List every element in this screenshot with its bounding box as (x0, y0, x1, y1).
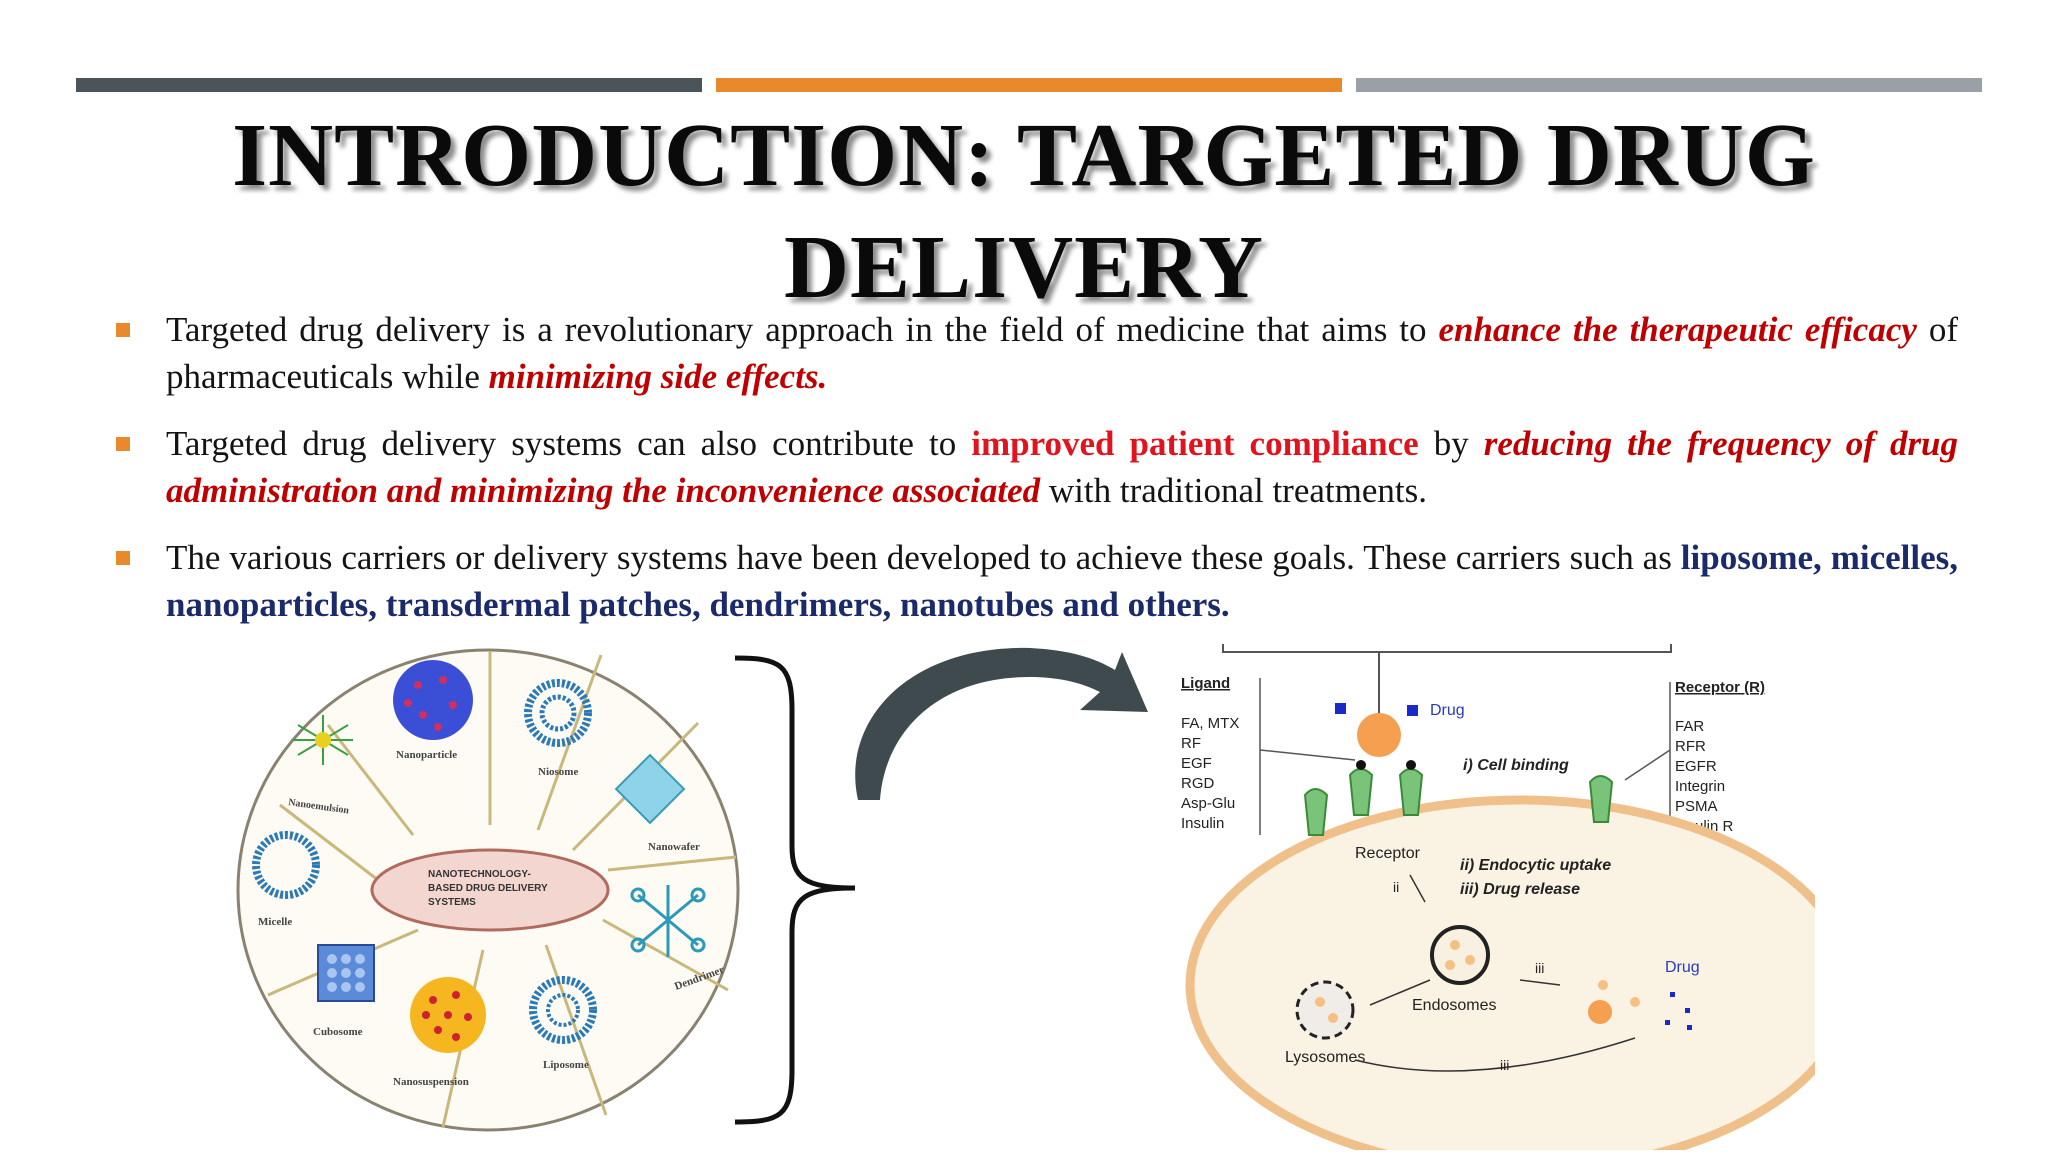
carrier-list-text: liposome, micelles, nanoparticles, trans… (166, 538, 1958, 624)
segment-label-cubosome: Cubosome (313, 1026, 363, 1038)
receptor-item: FAR (1675, 718, 1704, 735)
top-bar-gray (1356, 78, 1982, 92)
endocytic-uptake-label: ii) Endocytic uptake (1460, 857, 1611, 874)
ligand-item: EGF (1181, 755, 1212, 772)
step-label: iii (1535, 960, 1544, 976)
wheel-center-label-1: NANOTECHNOLOGY- (428, 869, 531, 880)
niosome-icon (524, 679, 592, 747)
bullet-text: Targeted drug delivery is a revolutionar… (166, 310, 1439, 349)
bullet-item: The various carriers or delivery systems… (116, 534, 1958, 628)
emphasis-text: improved patient compliance (971, 424, 1419, 463)
square-bullet-icon (116, 323, 130, 337)
step-label: iii (1500, 1057, 1509, 1073)
nanotech-wheel-diagram: NANOTECHNOLOGY- BASED DRUG DELIVERY SYST… (236, 648, 740, 1132)
bullet-text: of pharmaceuticals while (166, 310, 1959, 396)
endosome-icon (1430, 925, 1490, 985)
cell-targeting-diagram: Ligand FA, MTX RF EGF RGD Asp-Glu Insuli… (1181, 644, 1815, 1150)
receptor-item: Integrin (1675, 778, 1725, 795)
lysosomes-label: Lysosomes (1285, 1049, 1365, 1066)
bullet-text: Targeted drug delivery systems can also … (166, 424, 972, 463)
segment-label-nanosuspension: Nanosuspension (393, 1076, 469, 1088)
endosomes-label: Endosomes (1412, 997, 1497, 1014)
receptor-label: Receptor (1355, 845, 1421, 862)
receptor-icon (1303, 768, 1614, 836)
segment-label-niosome: Niosome (538, 766, 578, 778)
square-bullet-icon (116, 551, 130, 565)
bullet-text: by (1418, 424, 1484, 463)
receptor-item: RFR (1675, 738, 1706, 755)
curved-arrow-icon (855, 647, 1148, 800)
curly-brace (734, 655, 856, 1125)
wheel-center-label-3: SYSTEMS (428, 897, 476, 908)
nanoparticle-icon (393, 660, 473, 740)
liposome-icon (529, 976, 597, 1044)
released-drug-icon (1665, 992, 1692, 1030)
segment-label-liposome: Liposome (543, 1059, 589, 1071)
cell-membrane (1185, 795, 1815, 1150)
ligand-item: Insulin (1181, 815, 1224, 832)
wheel-center (370, 848, 610, 932)
receptor-item: EGFR (1675, 758, 1717, 775)
ligand-item: RGD (1181, 775, 1215, 792)
segment-label-nanoparticle: Nanoparticle (396, 749, 457, 761)
receptor-item: PSMA (1675, 798, 1718, 815)
drug-inside-label: Drug (1665, 959, 1700, 976)
top-bar-dark (76, 78, 702, 92)
wheel-center-label-2: BASED DRUG DELIVERY (428, 883, 548, 894)
bullet-text: The various carriers or delivery systems… (166, 538, 1681, 577)
segment-label-nanowafer: Nanowafer (648, 841, 700, 853)
drug-icon (1335, 703, 1346, 714)
lysosome-icon (1295, 980, 1355, 1040)
receptor-title: Receptor (R) (1675, 679, 1765, 696)
nanowafer-icon (614, 753, 686, 825)
title-line-2: DELIVERY (784, 218, 1264, 317)
bullet-item: Targeted drug delivery is a revolutionar… (116, 306, 1958, 400)
bullet-text: with traditional treatments. (1040, 471, 1427, 510)
ligand-item: FA, MTX (1181, 715, 1239, 732)
emphasis-text: minimizing side effects. (488, 357, 828, 396)
drug-label: Drug (1430, 702, 1465, 719)
title-line-1: INTRODUCTION: TARGETED DRUG (232, 106, 1816, 205)
bullet-item: Targeted drug delivery systems can also … (116, 420, 1958, 514)
ligand-item: Asp-Glu (1181, 795, 1235, 812)
drug-release-label: iii) Drug release (1460, 881, 1580, 898)
slide-title: INTRODUCTION: TARGETED DRUG DELIVERY (0, 100, 2048, 324)
square-bullet-icon (116, 437, 130, 451)
dendrimer-icon (630, 885, 706, 957)
micelle-icon (252, 831, 320, 899)
ligand-title: Ligand (1181, 675, 1230, 692)
top-bar-orange (716, 78, 1342, 92)
ligand-item: RF (1181, 735, 1201, 752)
nanocarrier-icon (1357, 713, 1401, 757)
segment-label-micelle: Micelle (258, 916, 292, 928)
step-label: ii (1393, 879, 1399, 895)
emphasis-text: reducing the frequency of drug administr… (166, 424, 1959, 510)
bullet-list: Targeted drug delivery is a revolutionar… (116, 306, 1958, 648)
released-carrier-icon (1588, 1000, 1612, 1024)
emphasis-text: enhance the therapeutic efficacy (1438, 310, 1917, 349)
cell-binding-label: i) Cell binding (1463, 757, 1569, 774)
